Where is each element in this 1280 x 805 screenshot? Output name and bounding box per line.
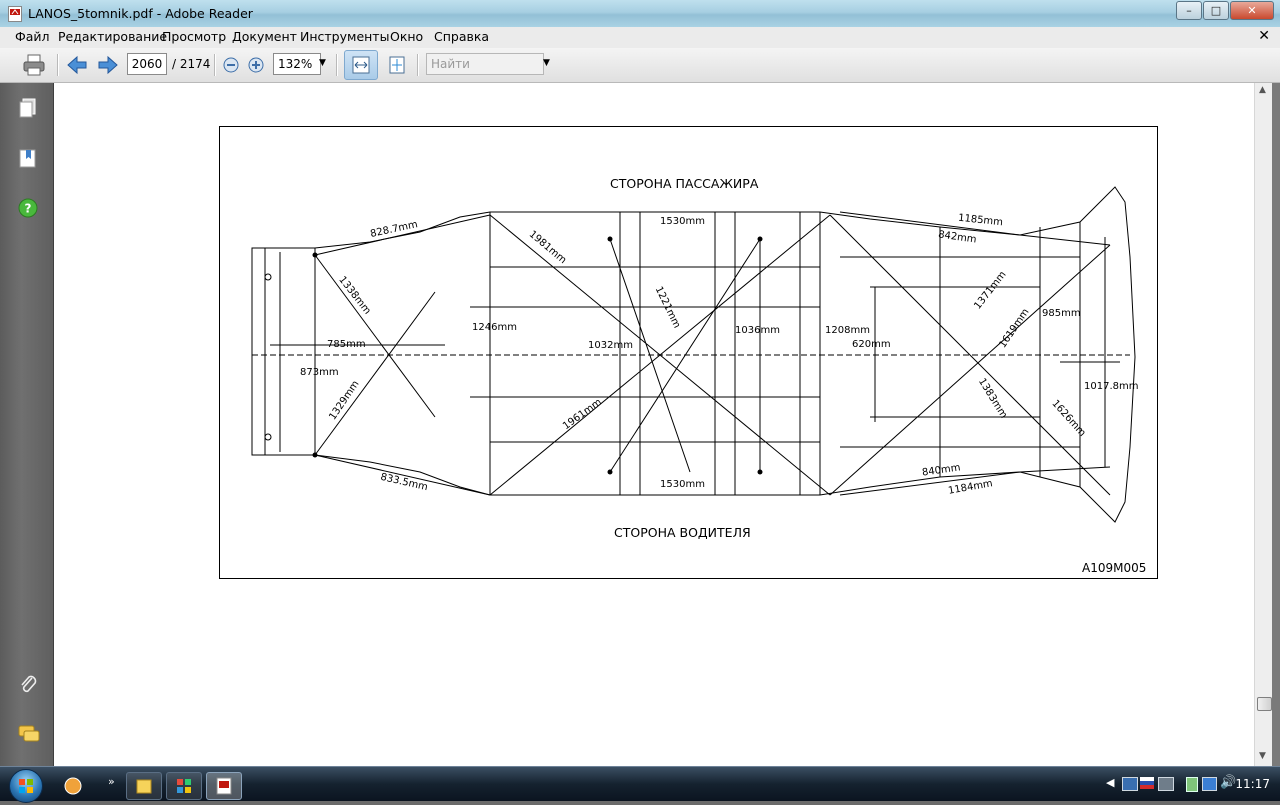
figure-label-driver-side: СТОРОНА ВОДИТЕЛЯ [614,525,751,540]
menu-bar: Файл Редактирование Просмотр Документ Ин… [0,27,1280,49]
navigation-panel: ? [0,83,54,766]
minimize-button[interactable]: – [1176,1,1202,20]
document-close-icon[interactable]: ✕ [1258,28,1270,44]
scroll-up-icon[interactable]: ▲ [1259,85,1266,95]
windows-logo-icon [19,779,33,793]
dimension-label: 620mm [852,339,891,350]
attachments-button[interactable] [17,673,39,695]
dimension-label: 1208mm [825,325,870,336]
arrow-right-icon [98,55,118,75]
print-button[interactable] [20,53,48,77]
bookmarks-panel-button[interactable] [17,147,39,169]
folder-icon [136,779,152,794]
svg-text:?: ? [25,202,32,216]
zoom-level-select[interactable]: 132% [273,53,321,75]
app-grid-icon [177,779,191,793]
dimension-label: 1017.8mm [1084,381,1139,392]
taskbar: » ◀ 🔊 11:17 [0,766,1280,803]
help-button[interactable]: ? [17,197,39,219]
media-player-icon [64,777,82,795]
previous-page-button[interactable] [65,53,89,77]
search-input[interactable]: Найти [426,53,544,75]
pages-panel-button[interactable] [17,97,39,119]
figure-label-passenger-side: СТОРОНА ПАССАЖИРА [610,176,759,191]
comments-button[interactable] [17,723,40,745]
menu-document[interactable]: Документ [232,29,297,44]
bookmark-icon [19,149,36,168]
tray-expand-icon[interactable]: ◀ [1106,776,1115,789]
dimension-label: 1530mm [660,216,705,227]
chevron-down-icon[interactable]: ▼ [319,58,326,68]
zoom-in-button[interactable] [246,53,266,77]
quicklaunch-icon[interactable] [60,772,86,798]
menu-view[interactable]: Просмотр [162,29,227,44]
dimension-label: 785mm [327,339,366,350]
title-bar: LANOS_5tomnik.pdf - Adobe Reader – □ ✕ [0,0,1280,28]
network-icon[interactable] [1122,777,1138,791]
battery-icon[interactable] [1186,777,1198,792]
comments-icon [18,725,40,742]
network-status-icon[interactable] [1202,777,1217,791]
dimension-label: 985mm [1042,308,1081,319]
fit-width-icon [352,56,370,74]
vertical-scrollbar[interactable]: ▲ ▼ [1254,83,1273,766]
menu-help[interactable]: Справка [434,29,490,44]
fit-width-button[interactable] [344,50,378,80]
window-title: LANOS_5tomnik.pdf - Adobe Reader [28,6,253,21]
zoom-out-button[interactable] [221,53,241,77]
menu-edit[interactable]: Редактирование [58,29,168,44]
clock[interactable]: 11:17 [1235,777,1270,791]
arrow-left-icon [67,55,87,75]
car-body-dimensions-figure: СТОРОНА ПАССАЖИРА СТОРОНА ВОДИТЕЛЯ A109M… [219,126,1158,579]
car-underbody-drawing [251,186,1136,523]
system-tray: ◀ 🔊 11:17 [1100,767,1280,801]
fit-page-icon [389,56,405,74]
dimension-label: 873mm [300,367,339,378]
paperclip-icon [21,675,37,693]
taskbar-adobe-reader-button[interactable] [206,772,242,800]
page-number-input[interactable]: 2060 [127,53,167,75]
adobe-reader-icon [216,777,232,795]
fit-page-button[interactable] [385,53,409,77]
dimension-label: 1036mm [735,325,780,336]
dimension-label: 1530mm [660,479,705,490]
zoom-in-icon [248,57,264,73]
page-total: / 2174 [172,57,211,71]
taskbar-app-button[interactable] [166,772,202,800]
scrollbar-thumb[interactable] [1257,697,1272,711]
volume-icon[interactable]: 🔊 [1220,775,1237,790]
start-button[interactable] [9,769,43,803]
zoom-out-icon [223,57,239,73]
dimension-label: 1246mm [472,322,517,333]
maximize-button[interactable]: □ [1203,1,1229,20]
menu-file[interactable]: Файл [15,29,50,44]
dimension-label: 1032mm [588,340,633,351]
printer-icon [23,54,45,76]
help-icon: ? [18,198,38,218]
figure-code: A109M005 [1082,561,1147,575]
pdf-document-icon [8,6,22,22]
next-page-button[interactable] [96,53,120,77]
display-icon[interactable] [1158,777,1174,791]
language-flag-icon[interactable] [1140,777,1154,789]
menu-tools[interactable]: Инструменты [300,29,390,44]
scroll-down-icon[interactable]: ▼ [1259,751,1266,761]
pages-icon [19,98,36,118]
menu-window[interactable]: Окно [390,29,424,44]
toolbar [0,48,1280,83]
quicklaunch-more-icon[interactable]: » [108,775,115,788]
taskbar-explorer-button[interactable] [126,772,162,800]
search-options-chevron-icon[interactable]: ▼ [543,58,550,68]
close-button[interactable]: ✕ [1230,1,1274,20]
